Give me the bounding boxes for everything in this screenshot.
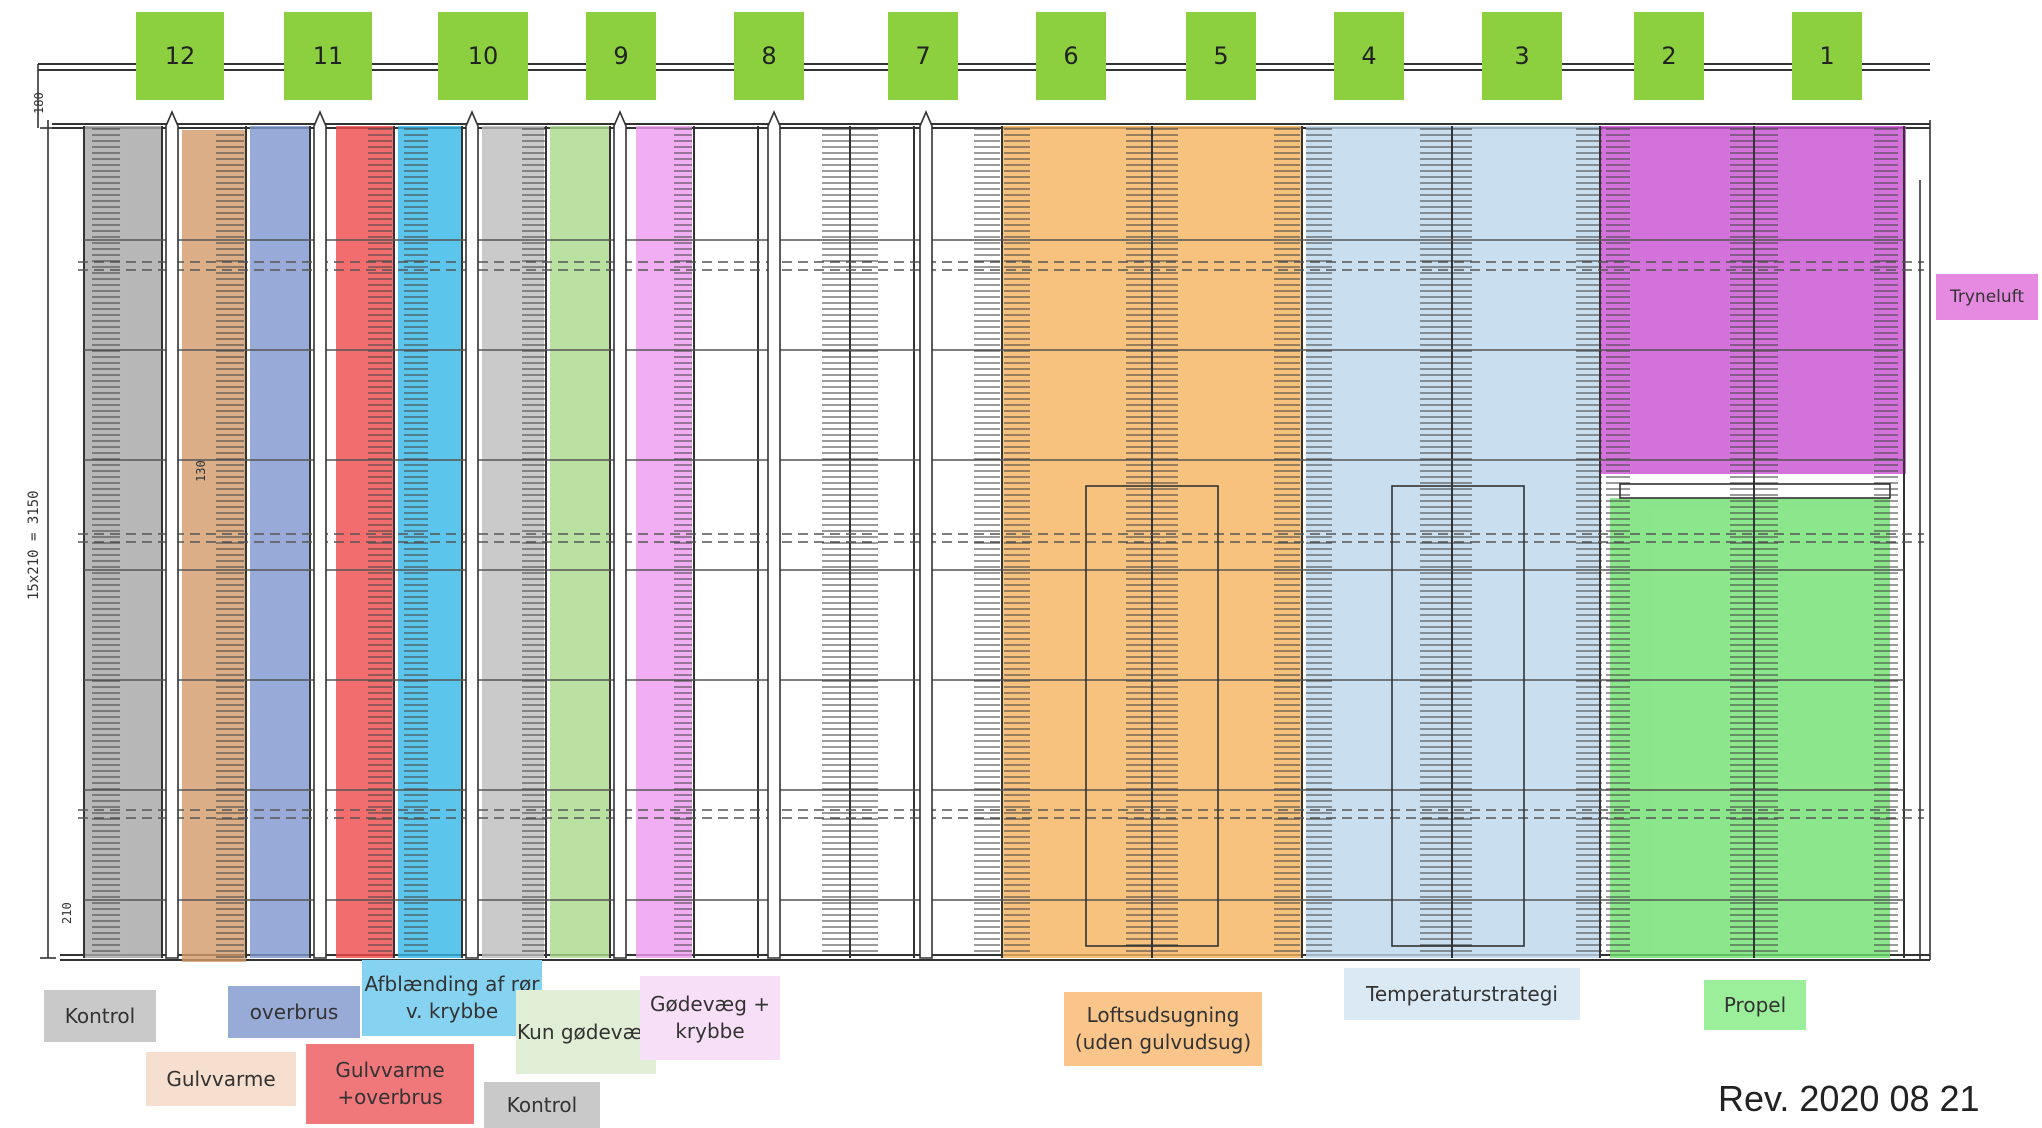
aisles — [165, 109, 933, 959]
dimension-marks — [37, 64, 1931, 960]
label-gulvvarme: Gulvvarme — [146, 1052, 296, 1106]
pen-number-9: 9 — [586, 12, 656, 100]
dimension-top: 180 — [32, 92, 46, 114]
label-godevaeg-krybbe: Gødevæg + krybbe — [640, 976, 780, 1060]
dimension-side: 15x210 = 3150 — [26, 490, 42, 600]
revision-text: Rev. 2020 08 21 — [1718, 1078, 1980, 1119]
label-tryneluft: Tryneluft — [1936, 274, 2038, 320]
label-kontrol-9: Kontrol — [484, 1082, 600, 1128]
pen-number-11: 11 — [284, 12, 372, 100]
pen-number-3: 3 — [1482, 12, 1562, 100]
pen-number-1: 1 — [1792, 12, 1862, 100]
central-corridors — [1085, 483, 1891, 947]
dimension-inner: 130 — [194, 460, 208, 482]
pen-number-8: 8 — [734, 12, 804, 100]
pen-number-12: 12 — [136, 12, 224, 100]
label-propel: Propel — [1704, 980, 1806, 1030]
pen-number-4: 4 — [1334, 12, 1404, 100]
pen-number-7: 7 — [888, 12, 958, 100]
label-overbrus: overbrus — [228, 986, 360, 1038]
label-afblaending: Afblænding af rør v. krybbe — [362, 960, 542, 1036]
label-kun-godevaeg: Kun gødevæg — [516, 990, 656, 1074]
pen-number-2: 2 — [1634, 12, 1704, 100]
label-temperaturstrategi: Temperaturstrategi — [1344, 968, 1580, 1020]
ventilation-ducts — [78, 261, 1924, 819]
dimension-bottom: 210 — [60, 902, 74, 924]
label-loftsudsugning: Loftsudsugning (uden gulvudsug) — [1064, 992, 1262, 1066]
label-kontrol-12: Kontrol — [44, 990, 156, 1042]
pen-number-10: 10 — [438, 12, 528, 100]
label-gulvvarme-overbrus: Gulvvarme +overbrus — [306, 1044, 474, 1124]
pen-number-6: 6 — [1036, 12, 1106, 100]
pen-grid-lines — [84, 239, 1904, 901]
pen-division-lines — [83, 126, 1905, 958]
pen-number-5: 5 — [1186, 12, 1256, 100]
